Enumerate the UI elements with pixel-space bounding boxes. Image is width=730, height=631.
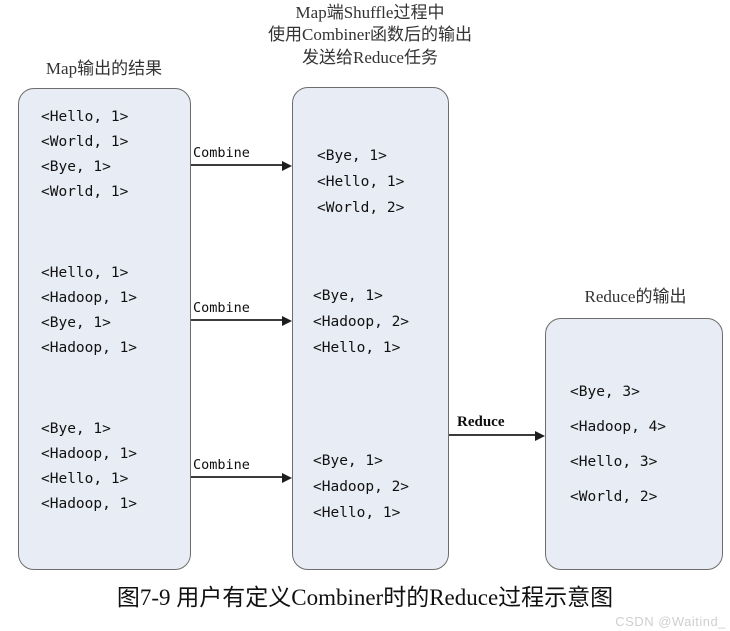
reduce-arrow: Reduce — [449, 408, 545, 442]
shuffle-label-line-2: 使用Combiner函数后的输出 — [268, 25, 472, 45]
combine-arrow-2: Combine — [191, 293, 292, 327]
key-value-pair: <Hadoop, 2> — [313, 479, 410, 495]
arrow-head-icon — [535, 430, 545, 441]
watermark: CSDN @Waitind_ — [615, 614, 726, 629]
arrow-head-icon — [282, 315, 292, 326]
reduce-output-group-1: <Bye, 3> <Hadoop, 4> <Hello, 3> <World, … — [546, 375, 722, 515]
combiner-output-box: <Bye, 1> <Hello, 1> <World, 2> <Bye, 1> … — [292, 87, 449, 570]
map-output-group-3: <Bye, 1> <Hadoop, 1> <Hello, 1> <Hadoop,… — [19, 417, 190, 517]
reduce-arrow-label: Reduce — [457, 414, 505, 430]
shuffle-label-line-3: 发送给Reduce任务 — [302, 47, 438, 67]
key-value-pair: <Bye, 1> — [317, 148, 387, 164]
map-output-label: Map输出的结果 — [45, 59, 163, 78]
key-value-pair: <Bye, 1> — [313, 453, 383, 469]
shuffle-combiner-label: Map端Shuffle过程中 使用Combiner函数后的输出 发送给Reduc… — [240, 2, 500, 69]
arrow-head-icon — [282, 160, 292, 171]
key-value-pair: <Hadoop, 1> — [41, 446, 138, 462]
key-value-pair: <Hello, 3> — [570, 454, 658, 470]
key-value-pair: <Hello, 1> — [317, 174, 405, 190]
arrow-line — [191, 319, 284, 321]
map-output-group-1: <Hello, 1> <World, 1> <Bye, 1> <World, 1… — [19, 105, 190, 205]
shuffle-label-line-1: Map端Shuffle过程中 — [295, 3, 445, 22]
key-value-pair: <Bye, 1> — [313, 288, 383, 304]
arrow-head-icon — [282, 472, 292, 483]
key-value-pair: <Hello, 1> — [41, 265, 129, 281]
key-value-pair: <Hello, 1> — [313, 340, 401, 356]
key-value-pair: <World, 1> — [41, 134, 129, 150]
key-value-pair: <Hadoop, 1> — [41, 340, 138, 356]
combine-arrow-1: Combine — [191, 138, 292, 172]
key-value-pair: <Hadoop, 1> — [41, 290, 138, 306]
key-value-pair: <Bye, 1> — [41, 421, 111, 437]
key-value-pair: <Hadoop, 1> — [41, 496, 138, 512]
combiner-output-group-2: <Bye, 1> <Hadoop, 2> <Hello, 1> — [293, 283, 448, 361]
key-value-pair: <World, 2> — [570, 489, 658, 505]
combine-arrow-2-label: Combine — [193, 300, 250, 316]
key-value-pair: <Bye, 1> — [41, 159, 111, 175]
arrow-line — [191, 164, 284, 166]
figure-caption: 图7-9 用户有定义Combiner时的Reduce过程示意图 — [116, 585, 614, 610]
combiner-output-group-3: <Bye, 1> <Hadoop, 2> <Hello, 1> — [293, 448, 448, 526]
key-value-pair: <Hadoop, 2> — [313, 314, 410, 330]
key-value-pair: <Hadoop, 4> — [570, 419, 667, 435]
map-output-box: <Hello, 1> <World, 1> <Bye, 1> <World, 1… — [18, 88, 191, 570]
key-value-pair: <Hello, 1> — [41, 109, 129, 125]
reduce-output-box: <Bye, 3> <Hadoop, 4> <Hello, 3> <World, … — [545, 318, 723, 570]
key-value-pair: <World, 1> — [41, 184, 129, 200]
combine-arrow-3: Combine — [191, 450, 292, 484]
key-value-pair: <Bye, 3> — [570, 384, 640, 400]
combiner-output-group-1: <Bye, 1> <Hello, 1> <World, 2> — [293, 143, 448, 221]
combine-arrow-3-label: Combine — [193, 457, 250, 473]
arrow-line — [449, 434, 537, 436]
reduce-output-label: Reduce的输出 — [584, 287, 687, 306]
key-value-pair: <Hello, 1> — [41, 471, 129, 487]
key-value-pair: <World, 2> — [317, 200, 405, 216]
arrow-line — [191, 476, 284, 478]
key-value-pair: <Hello, 1> — [313, 505, 401, 521]
combine-arrow-1-label: Combine — [193, 145, 250, 161]
key-value-pair: <Bye, 1> — [41, 315, 111, 331]
map-output-group-2: <Hello, 1> <Hadoop, 1> <Bye, 1> <Hadoop,… — [19, 261, 190, 361]
